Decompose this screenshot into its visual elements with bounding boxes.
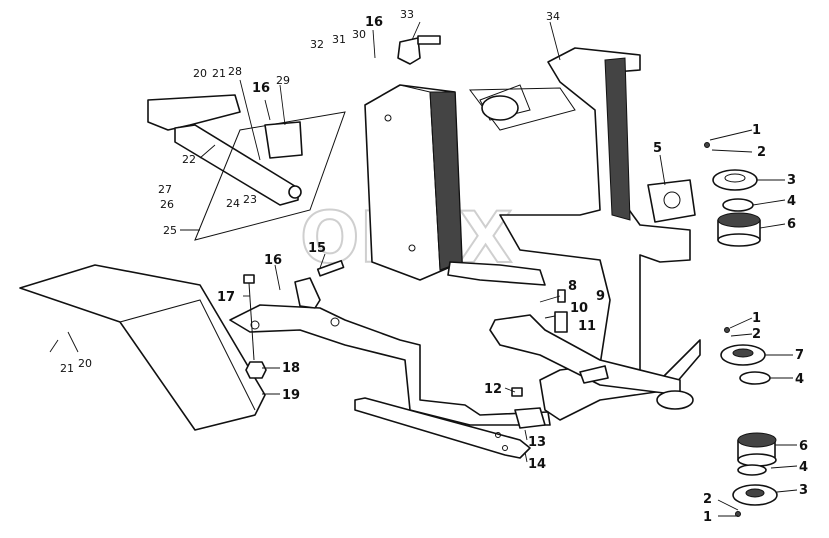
callout-3: 3 — [787, 173, 796, 188]
callout-24: 24 — [226, 197, 240, 210]
pedal-pad — [19, 264, 266, 431]
callout-2: 2 — [757, 145, 766, 160]
nut-18 — [245, 361, 267, 379]
callout-22: 22 — [182, 153, 196, 166]
callout-4: 4 — [799, 460, 808, 475]
leader-lines — [49, 21, 798, 517]
small-parts-center — [511, 289, 609, 429]
center-housing — [364, 84, 546, 286]
callout-6: 6 — [799, 439, 808, 454]
callout-12: 12 — [484, 382, 502, 397]
callout-16: 16 — [252, 81, 270, 96]
callout-18: 18 — [282, 361, 300, 376]
callout-14: 14 — [528, 457, 546, 472]
callout-28: 28 — [228, 65, 242, 78]
bracket-15 — [294, 259, 345, 309]
callout-10: 10 — [570, 301, 588, 316]
callout-4: 4 — [787, 194, 796, 209]
callout-9: 9 — [596, 289, 605, 304]
callout-30: 30 — [352, 28, 366, 41]
callout-6: 6 — [787, 217, 796, 232]
bearing-stack-middle — [720, 327, 771, 385]
callout-29: 29 — [276, 74, 290, 87]
callout-11: 11 — [578, 319, 596, 334]
plate-25 — [194, 111, 346, 241]
callout-32: 32 — [310, 38, 324, 51]
callout-1: 1 — [752, 123, 761, 138]
callout-1: 1 — [703, 510, 712, 525]
callout-21: 21 — [60, 362, 74, 375]
callout-2: 2 — [752, 327, 761, 342]
callout-17: 17 — [217, 290, 235, 305]
callout-20: 20 — [78, 357, 92, 370]
bracket-33 — [397, 35, 441, 65]
flange-5 — [647, 179, 696, 223]
callout-1: 1 — [752, 311, 761, 326]
callout-33: 33 — [400, 8, 414, 21]
callout-20: 20 — [193, 67, 207, 80]
callout-15: 15 — [308, 241, 326, 256]
callout-5: 5 — [653, 141, 662, 156]
callout-25: 25 — [163, 224, 177, 237]
callout-2: 2 — [703, 492, 712, 507]
lever-plate — [229, 304, 551, 426]
callout-4: 4 — [795, 372, 804, 387]
callout-31: 31 — [332, 33, 346, 46]
callout-27: 27 — [158, 183, 172, 196]
main-frame — [469, 47, 701, 421]
bearing-stack-lower — [732, 432, 778, 517]
callout-34: 34 — [546, 10, 560, 23]
bearing-stack-upper — [704, 142, 761, 247]
callout-7: 7 — [795, 348, 804, 363]
callout-8: 8 — [568, 279, 577, 294]
callout-19: 19 — [282, 388, 300, 403]
callout-16: 16 — [365, 15, 383, 30]
callout-23: 23 — [243, 193, 257, 206]
callout-26: 26 — [160, 198, 174, 211]
callout-3: 3 — [799, 483, 808, 498]
callout-21: 21 — [212, 67, 226, 80]
callout-16: 16 — [264, 253, 282, 268]
side-lever — [489, 314, 694, 410]
pedal-arm — [147, 94, 302, 206]
callout-13: 13 — [528, 435, 546, 450]
